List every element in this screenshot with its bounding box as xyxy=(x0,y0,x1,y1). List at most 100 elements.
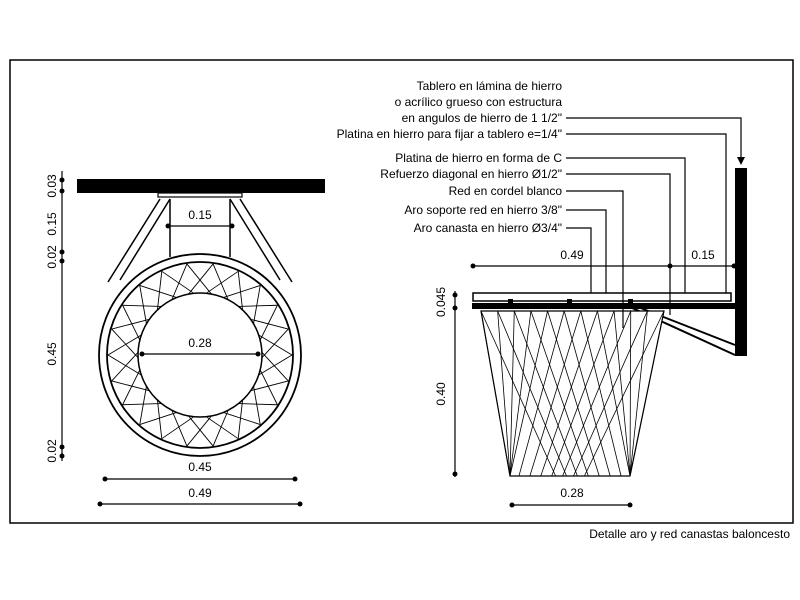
net-cord xyxy=(629,310,632,477)
plan-view: 0.15 0.28 0.45 0.49 0.03 0.15 0.02 0.45 … xyxy=(45,171,325,507)
net-cord xyxy=(186,263,212,295)
callout-tablero-3: en angulos de hierro de 1 1/2" xyxy=(402,111,562,125)
dim-elev-bottom-label: 0.28 xyxy=(560,486,584,500)
backboard-plan xyxy=(77,179,325,193)
net-cord xyxy=(156,271,163,310)
dim-dot xyxy=(731,263,737,269)
net-cord xyxy=(253,285,261,324)
net-cord xyxy=(171,410,188,447)
callout-platina-c: Platina de hierro en forma de C xyxy=(395,151,562,165)
net-cord xyxy=(509,310,515,477)
net-cord xyxy=(238,304,278,307)
net-cord xyxy=(480,310,511,477)
dim-dot xyxy=(509,502,515,508)
net-cord xyxy=(111,352,139,382)
dim-dot xyxy=(102,476,108,482)
net-cord xyxy=(629,310,648,477)
net-cord xyxy=(161,416,195,440)
brace-left-outer xyxy=(107,198,161,283)
dim-dot xyxy=(627,502,633,508)
net-cord xyxy=(111,380,150,392)
dim-elev-ring-label: 0.49 xyxy=(560,248,584,262)
net-cord xyxy=(540,310,598,477)
net-cord xyxy=(122,403,162,406)
net-cord xyxy=(530,310,589,477)
ring-bolt xyxy=(567,299,572,303)
dim-dot xyxy=(59,177,65,183)
dim-dot xyxy=(229,223,235,229)
backboard-side xyxy=(735,168,747,356)
net-cord xyxy=(237,400,244,439)
net-cord xyxy=(171,263,188,300)
net-cord xyxy=(186,415,212,447)
dim-dot xyxy=(59,444,65,450)
hoop-ring-bottom xyxy=(472,303,735,309)
net-cord xyxy=(111,328,139,358)
dim-elev-net-label: 0.40 xyxy=(434,382,448,406)
net-cord xyxy=(250,318,289,330)
leader-red xyxy=(566,190,624,328)
net-cord xyxy=(261,328,289,358)
net-cord xyxy=(480,310,556,477)
net-cord xyxy=(529,310,582,477)
net-cord xyxy=(584,310,665,477)
elevation-view: 0.49 0.15 0.045 0.40 0.28 xyxy=(434,168,747,508)
net-support-ring xyxy=(137,292,263,418)
mounting-plate xyxy=(157,192,243,198)
net-cord xyxy=(261,352,289,382)
callout-aro-soporte: Aro soporte red en hierro 3/8" xyxy=(404,203,562,217)
net-cord xyxy=(111,318,150,330)
dim-dot xyxy=(97,501,103,507)
leader-tablero xyxy=(566,117,742,160)
dim-dot xyxy=(292,476,298,482)
net-cord xyxy=(205,416,239,440)
net-cord xyxy=(212,263,229,300)
net-cord xyxy=(259,369,278,405)
net-elevation xyxy=(480,310,665,477)
leader-aro-soporte xyxy=(566,209,607,293)
hoop-outer-edge xyxy=(98,253,302,457)
leader-arrow xyxy=(737,157,745,165)
net-cord xyxy=(580,310,622,477)
net-cord xyxy=(563,310,611,477)
callout-refuerzo: Refuerzo diagonal en hierro Ø1/2" xyxy=(380,167,562,181)
net-cord xyxy=(497,310,511,477)
net-cord xyxy=(562,310,632,477)
net-cord xyxy=(238,403,278,406)
dim-dot xyxy=(59,188,65,194)
net-cord xyxy=(156,400,163,439)
dim-ring-label: 0.45 xyxy=(188,460,212,474)
brace-right-inner xyxy=(229,198,281,281)
net-cord xyxy=(513,310,578,477)
callout-platina-fijar: Platina en hierro para fijar a tablero e… xyxy=(337,127,562,141)
drawing-caption: Detalle aro y red canastas baloncesto xyxy=(589,527,790,541)
net-cord xyxy=(122,304,162,307)
dim-bracket-label: 0.15 xyxy=(188,208,212,222)
net-cord xyxy=(107,354,142,376)
dim-dot xyxy=(470,263,476,269)
net-cord xyxy=(139,285,147,324)
dim-vertical-label: 0.03 xyxy=(45,174,59,198)
net-cord xyxy=(551,310,615,477)
net-cord xyxy=(223,412,261,425)
dim-vertical-label: 0.45 xyxy=(45,342,59,366)
dim-dot xyxy=(59,249,65,255)
net-cord xyxy=(258,354,293,376)
callout-tablero-2: o acrílico grueso con estructura xyxy=(395,95,563,109)
net-cord xyxy=(497,310,567,477)
dim-total-label: 0.49 xyxy=(188,486,212,500)
dim-dot xyxy=(165,223,171,229)
net-cord xyxy=(547,310,600,477)
net-cord xyxy=(212,410,229,447)
net-cord xyxy=(509,310,548,477)
net-cord xyxy=(253,386,261,425)
drawing-frame xyxy=(9,59,794,524)
net-cord xyxy=(259,305,278,341)
dim-dot xyxy=(59,258,65,264)
dim-dot xyxy=(297,501,303,507)
net-cord xyxy=(223,285,261,298)
dim-dot xyxy=(255,351,261,357)
dim-dot xyxy=(452,305,458,311)
callouts: Tablero en lámina de hierro o acrílico g… xyxy=(337,79,745,328)
